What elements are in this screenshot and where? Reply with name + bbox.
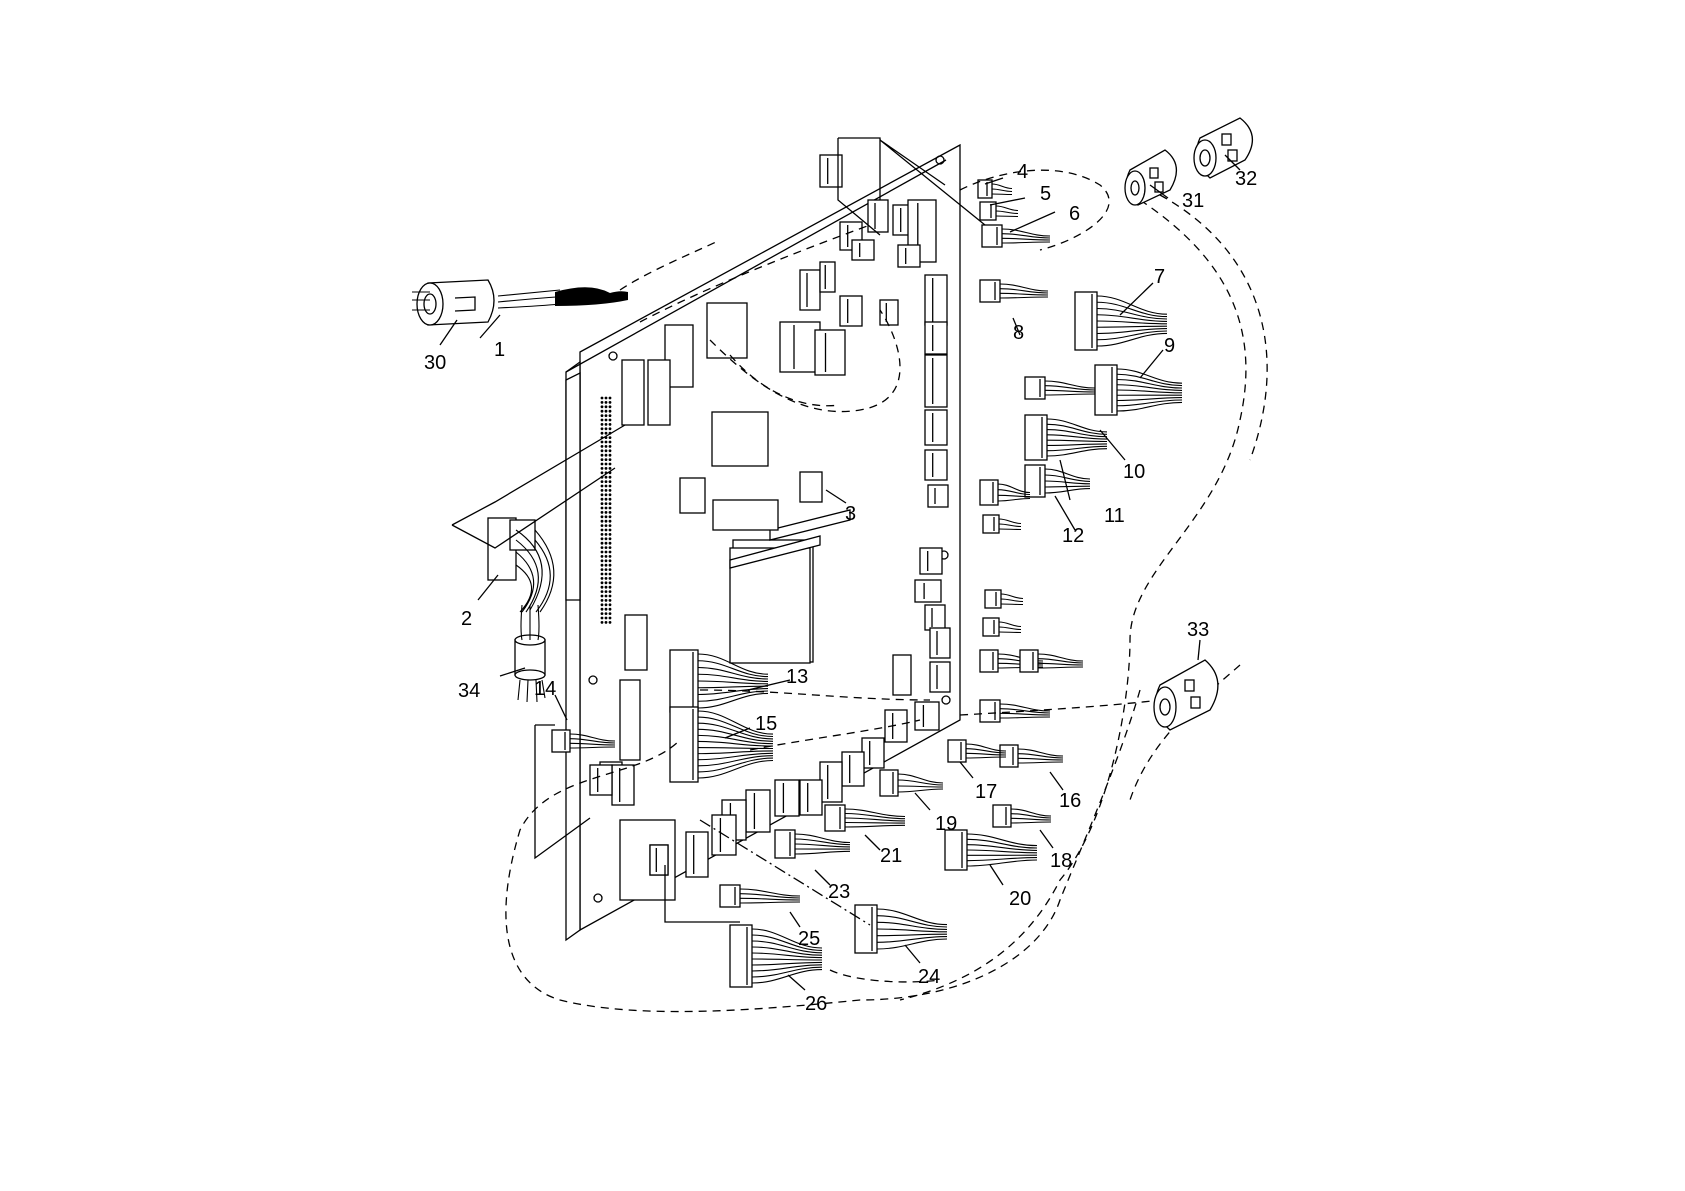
callout-19: 19 (935, 813, 957, 835)
callout-33: 33 (1187, 619, 1209, 641)
callout-20: 20 (1009, 888, 1031, 910)
callout-15: 15 (755, 713, 777, 735)
callout-9: 9 (1164, 335, 1175, 357)
ferrite-core-30 (412, 280, 628, 325)
callout-3: 3 (845, 503, 856, 525)
callout-16: 16 (1059, 790, 1081, 812)
callout-24: 24 (918, 966, 940, 988)
ferrite-core-31 (1125, 150, 1176, 205)
callout-18: 18 (1050, 850, 1072, 872)
callout-2: 2 (461, 608, 472, 630)
callout-14: 14 (534, 678, 556, 700)
callout-7: 7 (1154, 266, 1165, 288)
callout-34: 34 (458, 680, 480, 702)
ferrite-core-33 (1154, 660, 1218, 730)
callout-11: 11 (1104, 505, 1125, 527)
callout-31: 31 (1182, 190, 1204, 212)
callout-8: 8 (1013, 322, 1024, 344)
callout-1: 1 (494, 339, 505, 361)
callout-32: 32 (1235, 168, 1257, 190)
callout-10: 10 (1123, 461, 1145, 483)
callout-17: 17 (975, 781, 997, 803)
callout-5: 5 (1040, 183, 1051, 205)
callout-23: 23 (828, 881, 850, 903)
callout-30: 30 (424, 352, 446, 374)
callout-12: 12 (1062, 525, 1084, 547)
callout-25: 25 (798, 928, 820, 950)
callout-26: 26 (805, 993, 827, 1015)
callout-13: 13 (786, 666, 808, 688)
callout-21: 21 (880, 845, 902, 867)
callout-6: 6 (1069, 203, 1080, 225)
callout-4: 4 (1017, 161, 1028, 183)
